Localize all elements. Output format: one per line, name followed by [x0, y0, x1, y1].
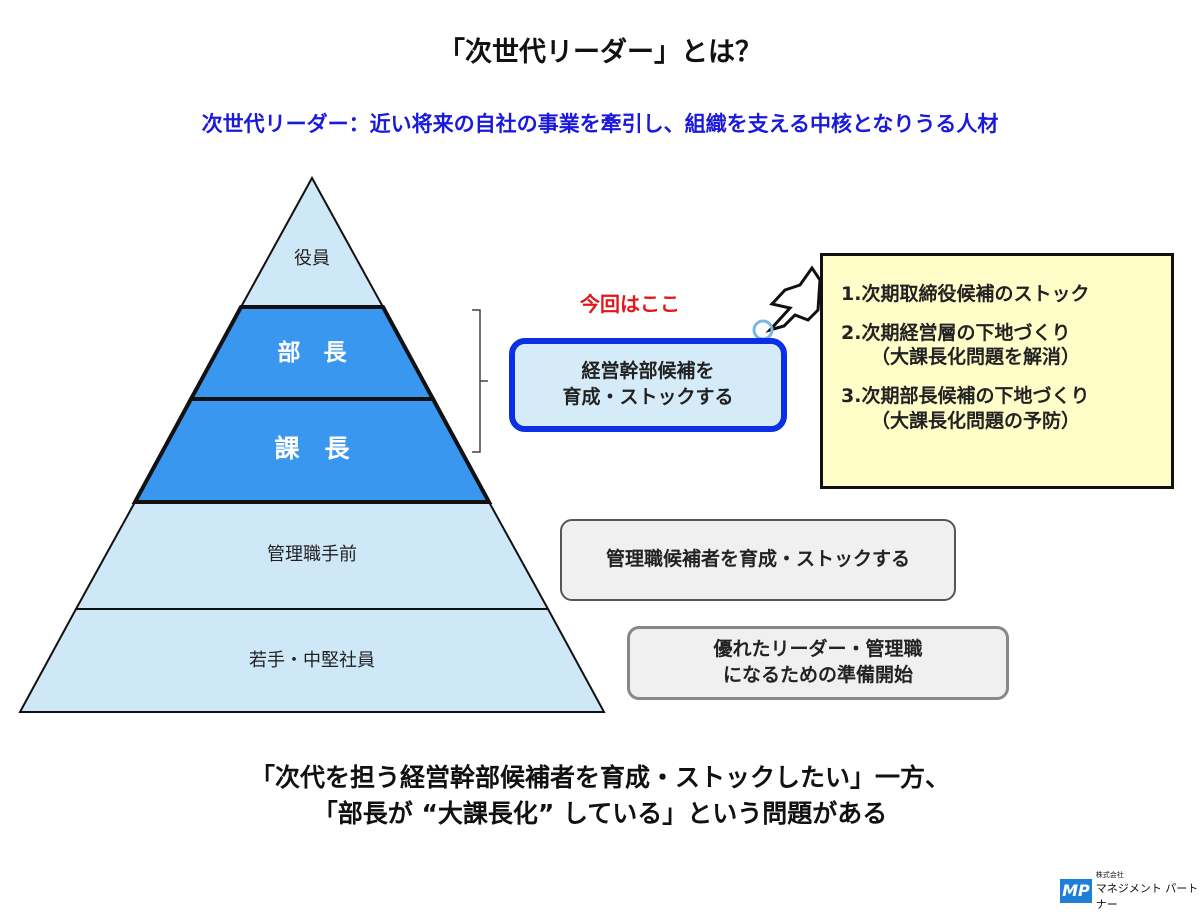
level-label: 若手・中堅社員: [249, 650, 375, 671]
pre-manager-box: 管理職候補者を育成・ストックする: [560, 519, 956, 601]
note-item-main: 2.次期経営層の下地づくり: [841, 321, 1071, 344]
note-item: 1.次期取締役候補のストック: [841, 282, 1171, 307]
conclusion-line1: 「次代を担う経営幹部候補者を育成・ストックしたい」一方、: [249, 763, 950, 792]
pyramid-level-dept-head: [187, 305, 437, 401]
pyramid-level-executive: [239, 175, 385, 308]
note-item: 2.次期経営層の下地づくり（大課長化問題を解消）: [841, 321, 1171, 370]
level-label: 部 長: [278, 339, 348, 366]
note-item-sub: （大課長化問題を解消）: [871, 346, 1081, 369]
bracket: [472, 309, 488, 453]
note-item-main: 1.次期取締役候補のストック: [841, 283, 1090, 305]
note-item: 3.次期部長候補の下地づくり（大課長化問題の予防）: [841, 384, 1171, 433]
company-logo: MP 株式会社マネジメント パートナー: [1060, 870, 1200, 912]
logo-text: 株式会社マネジメント パートナー: [1096, 870, 1200, 912]
young-line2: になるための準備開始: [722, 664, 913, 686]
young-staff-box: 優れたリーダー・管理職になるための準備開始: [627, 626, 1009, 700]
level-label: 課 長: [274, 434, 350, 463]
target-line2: 育成・ストックする: [562, 386, 734, 408]
conclusion-line2: 「部長が “大課長化” している」という問題がある: [312, 799, 888, 829]
young-line1: 優れたリーダー・管理職: [713, 638, 923, 661]
logo-mark: MP: [1060, 879, 1092, 903]
target-box: 経営幹部候補を育成・ストックする: [509, 338, 787, 432]
note-item-main: 3.次期部長候補の下地づくり: [841, 385, 1090, 408]
logo-small: 株式会社: [1095, 871, 1124, 879]
logo-name: マネジメント パートナー: [1095, 882, 1199, 911]
pointing-hand-icon: [752, 265, 822, 341]
level-label: 役員: [294, 248, 330, 269]
level-label: 管理職手前: [267, 544, 357, 565]
target-line1: 経営幹部候補を: [581, 360, 715, 383]
purpose-note: 1.次期取締役候補のストック 2.次期経営層の下地づくり（大課長化問題を解消） …: [820, 253, 1174, 489]
page-title: 「次世代リーダー」とは？: [438, 37, 762, 68]
definition-text: 次世代リーダー：近い将来の自社の事業を牽引し、組織を支える中核となりうる人材: [201, 112, 999, 136]
conclusion-text: 「次代を担う経営幹部候補者を育成・ストックしたい」一方、「部長が “大課長化” …: [0, 760, 1200, 833]
note-item-sub: （大課長化問題の予防）: [871, 409, 1081, 432]
highlight-label: 今回はここ: [580, 292, 680, 316]
